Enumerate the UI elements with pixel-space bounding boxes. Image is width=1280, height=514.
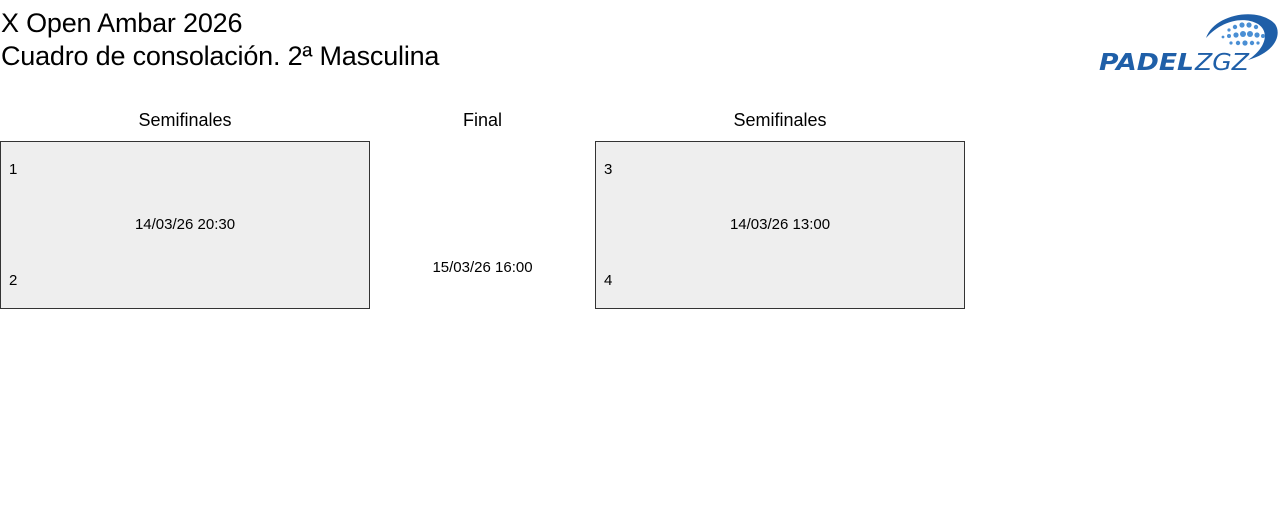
seed-top: 1 <box>9 161 18 178</box>
match-date: 14/03/26 13:00 <box>729 216 831 233</box>
logo-text-zgz: ZGZ <box>1194 50 1250 74</box>
draw-name: Cuadro de consolación. 2ª Masculina <box>1 41 440 71</box>
round-header-left: Semifinales <box>138 110 232 130</box>
tournament-name: X Open Ambar 2026 <box>1 8 243 38</box>
seed-bottom: 4 <box>604 272 613 289</box>
match-date: 14/03/26 20:30 <box>134 216 236 233</box>
logo-text-padel: PADEL <box>1099 50 1194 74</box>
padelzgz-logo: PADEL ZGZ <box>1098 8 1280 74</box>
seed-bottom: 2 <box>9 272 18 289</box>
match-box-semifinal-2[interactable]: 3 14/03/26 13:00 4 <box>595 141 965 309</box>
final-date: 15/03/26 16:00 <box>432 259 533 276</box>
logo-graphic: PADEL ZGZ <box>1099 14 1278 74</box>
round-header-right: Semifinales <box>733 110 827 130</box>
logo-dots-icon <box>1221 22 1265 46</box>
seed-top: 3 <box>604 161 613 178</box>
page-title: X Open Ambar 2026 Cuadro de consolación.… <box>1 7 439 73</box>
round-header-final: Final <box>462 110 502 130</box>
match-box-semifinal-1[interactable]: 1 14/03/26 20:30 2 <box>0 141 370 309</box>
